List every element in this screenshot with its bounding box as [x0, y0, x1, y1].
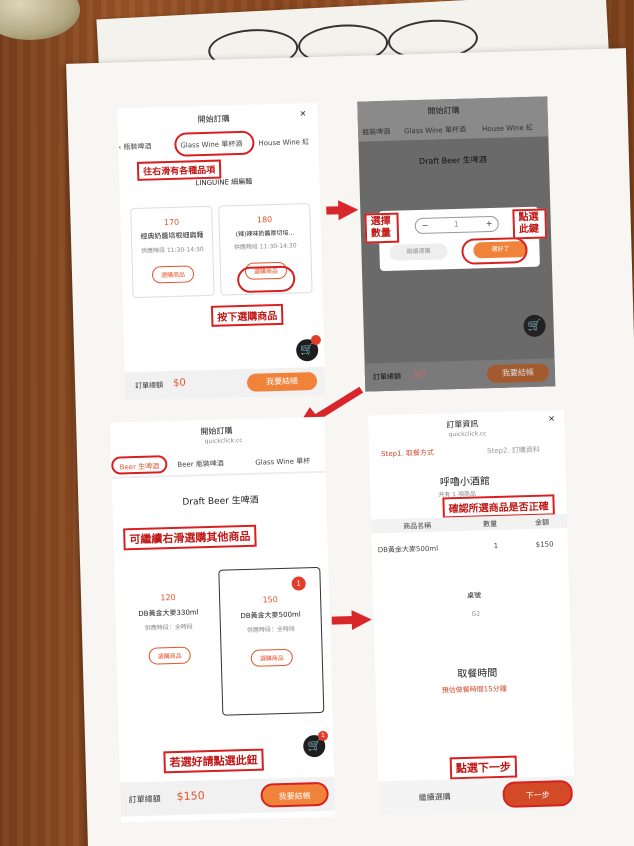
product-time: 供應時段 11:30-14:30	[140, 246, 204, 255]
product-price: 170	[163, 217, 180, 228]
product-card[interactable]: 170 經典奶醬培根細扁麵 供應時段 11:30-14:30 選購商品	[130, 205, 215, 299]
product-price: 120	[160, 592, 176, 603]
panel-step1: 開始訂購 ✕ ‹ 瓶裝啤酒 Glass Wine 單杯酒 House Wine …	[117, 102, 326, 401]
section-title: Draft Beer 生啤酒	[182, 495, 259, 508]
tab-house-wine[interactable]: House Wine 紅	[258, 138, 310, 148]
tab-glass-wine[interactable]: Glass Wine 單杯	[255, 457, 311, 467]
next-button[interactable]: 下一步	[502, 779, 574, 808]
tab-bottle-beer[interactable]: Beer 瓶裝啤酒	[177, 459, 224, 469]
product-name: DB黃金大麥500ml	[240, 610, 301, 621]
callout-next: 點選下一步	[449, 755, 518, 780]
product-time: 供應時段：全時段	[246, 625, 296, 634]
panel-step3: 開始訂購 quickclick.cc Beer 生啤酒 Beer 瓶裝啤酒 Gl…	[110, 416, 336, 823]
arrow-right	[331, 616, 354, 625]
cart-icon[interactable]: 🛒	[295, 334, 322, 362]
page-title: 開始訂購	[200, 426, 233, 437]
table-value: G2	[471, 610, 481, 618]
step1-label: Step1. 取餐方式	[381, 448, 435, 459]
tab-glass-wine[interactable]: Glass Wine 單杯酒	[404, 125, 467, 136]
quantity-value: 1	[453, 219, 459, 230]
table-row: DB黃金大麥500ml 1 $150	[372, 538, 568, 559]
row-qty: 1	[493, 541, 499, 551]
highlight-oval	[236, 265, 296, 294]
pickup-note: 預估做餐時間15分鐘	[441, 684, 507, 695]
arrow-right-head	[338, 199, 359, 221]
total-amount: $0	[412, 368, 426, 381]
header-dim: 開始訂購 瓶裝啤酒 Glass Wine 單杯酒 House Wine 紅	[357, 96, 549, 142]
tab-bottle-beer[interactable]: ‹ 瓶裝啤酒	[118, 142, 152, 152]
callout-qty: 選擇數量	[364, 212, 400, 244]
col-name: 商品名稱	[403, 521, 432, 531]
section-title: LINGUINE 細扁麵	[195, 177, 253, 188]
col-amount: 金額	[534, 518, 550, 527]
row-amount: $150	[535, 540, 554, 549]
panel-step4: 訂單資訊 quickclick.cc ✕ Step1. 取餐方式 Step2. …	[368, 410, 576, 816]
select-button[interactable]: 選購商品	[151, 265, 195, 284]
checkout-button[interactable]: 我要結帳	[486, 363, 550, 384]
col-qty: 數量	[483, 519, 498, 529]
section-title: Draft Beer 生啤酒	[418, 155, 487, 167]
instruction-sheet: 開始訂購 ✕ ‹ 瓶裝啤酒 Glass Wine 單杯酒 House Wine …	[66, 48, 634, 846]
tab-house-wine[interactable]: House Wine 紅	[481, 123, 534, 134]
tab-draft-beer[interactable]: Beer 生啤酒	[111, 455, 168, 475]
quantity-stepper[interactable]: − 1 +	[414, 215, 499, 235]
close-icon[interactable]: ✕	[299, 109, 307, 119]
arrow-right-head	[351, 609, 373, 631]
product-time: 供應時段 11:30-14:30	[233, 242, 297, 252]
callout-more: 可繼續右滑選購其他商品	[123, 524, 257, 551]
table-header: 商品名稱 數量 金額	[370, 514, 568, 534]
select-button[interactable]: 選購商品	[148, 646, 191, 665]
highlight-oval	[174, 130, 255, 157]
cart-icon[interactable]: 🛒1	[302, 730, 329, 758]
cart-badge: 1	[317, 730, 329, 742]
checkout-bar: 訂單總額 $150 我要結帳	[120, 776, 336, 817]
bottom-bar: 繼續選購 下一步	[378, 775, 576, 816]
tab-bar: Beer 生啤酒 Beer 瓶裝啤酒 Glass Wine 單杯	[110, 446, 326, 479]
callout-select: 按下選購商品	[210, 303, 284, 327]
page-title: 開始訂購	[197, 114, 230, 125]
pickup-title: 取餐時間	[457, 668, 498, 681]
product-price: 150	[262, 595, 278, 605]
product-price: 180	[256, 215, 273, 225]
highlight-oval	[461, 237, 528, 265]
product-card[interactable]: 120 DB黃金大麥330ml 供應時段：全時段 選購商品	[120, 569, 218, 683]
product-time: 供應時段：全時段	[144, 623, 193, 632]
total-label: 訂單總額	[135, 381, 164, 391]
select-button[interactable]: 選購商品	[250, 648, 294, 667]
page-subtitle: quickclick.cc	[204, 437, 243, 446]
glass-cup	[0, 0, 80, 40]
table-label: 桌號	[467, 591, 482, 600]
plus-button[interactable]: +	[485, 218, 493, 229]
callout-checkout: 若選好請點選此鈕	[163, 748, 264, 774]
tab-bottle-beer[interactable]: 瓶裝啤酒	[362, 127, 391, 137]
page-title: 訂單資訊	[446, 419, 479, 430]
total-label: 訂單總額	[128, 794, 161, 805]
total-label: 訂單總額	[372, 372, 402, 382]
close-icon[interactable]: ✕	[548, 414, 556, 424]
cancel-button[interactable]: 繼續選購	[389, 243, 448, 261]
product-name: DB黃金大麥330ml	[138, 608, 199, 619]
page-subtitle: quickclick.cc	[448, 430, 487, 439]
page-title: 開始訂購	[427, 105, 460, 116]
minus-button[interactable]: −	[421, 220, 429, 230]
product-name: (辣)辣味奶醬厚切培...	[235, 229, 295, 239]
total-amount: $0	[172, 377, 186, 389]
callout-click: 點選此鍵	[512, 208, 548, 240]
product-card-selected[interactable]: 1 150 DB黃金大麥500ml 供應時段：全時段 選購商品	[218, 566, 325, 716]
shop-name: 呼嚕小酒館	[439, 476, 491, 489]
row-name: DB黃金大麥500ml	[377, 544, 439, 555]
cart-badge	[310, 334, 322, 346]
step2-label: Step2. 訂購資料	[486, 445, 541, 456]
continue-button[interactable]: 繼續選購	[418, 792, 451, 803]
panel-step2: 開始訂購 瓶裝啤酒 Glass Wine 單杯酒 House Wine 紅 Dr…	[357, 96, 556, 392]
total-amount: $150	[176, 789, 205, 804]
checkout-bar: 訂單總額 $0 我要結帳	[364, 358, 556, 392]
checkout-button[interactable]: 我要結帳	[260, 781, 329, 808]
product-name: 經典奶醬培根細扁麵	[140, 231, 204, 241]
cart-icon[interactable]: 🛒	[523, 314, 546, 338]
qty-badge: 1	[291, 576, 306, 591]
